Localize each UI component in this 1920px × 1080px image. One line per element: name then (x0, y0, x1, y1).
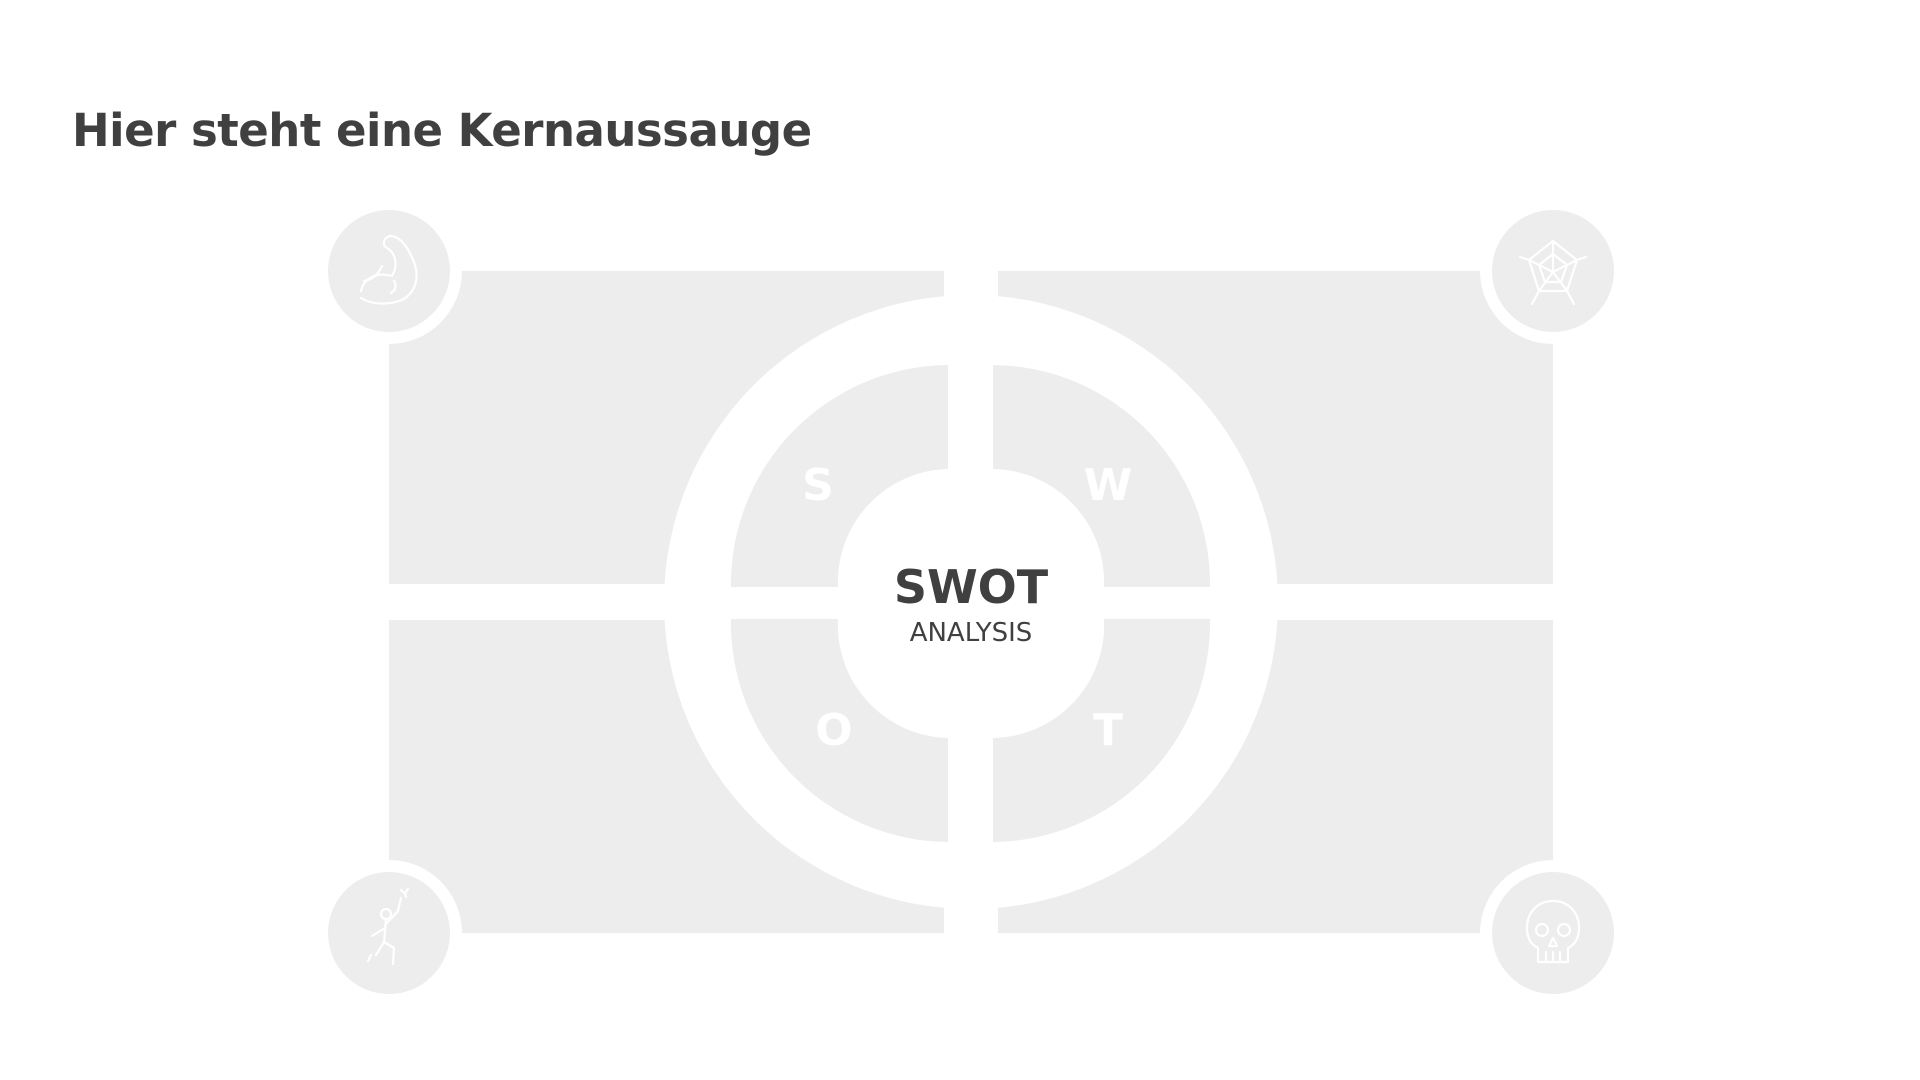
spider-web-icon (1518, 239, 1588, 306)
inner-quadrant-t (993, 619, 1211, 842)
inner-quadrant-s (730, 365, 948, 587)
icon-badge-threats (1480, 860, 1626, 1006)
quadrant-letter-o: O (815, 705, 852, 756)
inner-quadrants (730, 365, 1211, 842)
horizontal-gutter (375, 584, 1570, 620)
inner-quadrant-w (993, 365, 1211, 587)
quadrant-letter-t: T (1093, 705, 1123, 756)
center-subtitle: ANALYSIS (910, 618, 1033, 648)
quadrant-letter-w: W (1084, 460, 1133, 511)
icon-badge-strengths (316, 198, 462, 344)
icon-badge-weaknesses (1480, 198, 1626, 344)
flexed-arm-icon (359, 234, 418, 305)
center-title: SWOT (894, 560, 1049, 614)
reaching-person-icon (366, 887, 410, 966)
icon-badge-opportunities (316, 860, 462, 1006)
skull-icon (1525, 899, 1581, 964)
slide-title: Hier steht eine Kernaussauge (72, 104, 812, 157)
inner-quadrant-o (730, 619, 948, 842)
quadrant-letter-s: S (802, 460, 834, 511)
